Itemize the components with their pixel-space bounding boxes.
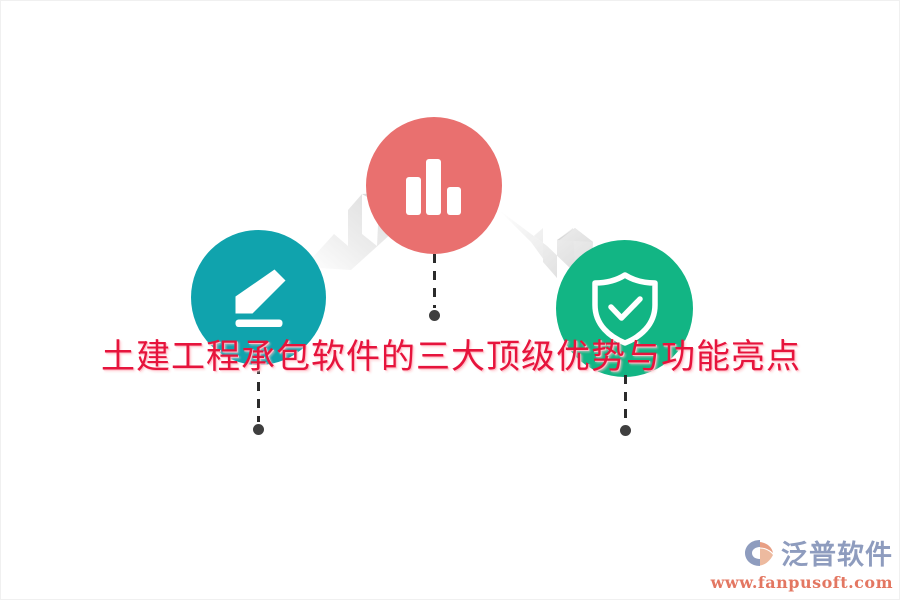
shield-check-icon: [591, 271, 658, 346]
node-plan[interactable]: [191, 230, 326, 365]
brand-url: www.fanpusoft.com: [710, 573, 893, 592]
pencil-edit-icon: [235, 269, 285, 327]
callout-stem-secure: [619, 375, 631, 436]
dashed-line: [432, 254, 436, 308]
brand-watermark: 泛普软件 www.fanpusoft.com: [711, 538, 893, 591]
brand-row: 泛普软件: [743, 538, 893, 573]
dashed-line: [623, 375, 627, 423]
node-secure[interactable]: [556, 240, 693, 377]
stem-dot: [428, 310, 440, 321]
fanpu-swoosh-logo-icon: [743, 538, 777, 573]
stem-dot: [619, 425, 631, 436]
brand-name: 泛普软件: [781, 540, 893, 571]
callout-stem-analyze: [428, 254, 440, 321]
page-title: 土建工程承包软件的三大顶级优势与功能亮点: [101, 337, 801, 377]
bar-chart-icon: [406, 158, 461, 215]
stem-dot: [252, 424, 264, 435]
callout-stem-plan: [252, 365, 264, 435]
node-analyze[interactable]: [366, 117, 502, 254]
dashed-line: [256, 365, 260, 422]
